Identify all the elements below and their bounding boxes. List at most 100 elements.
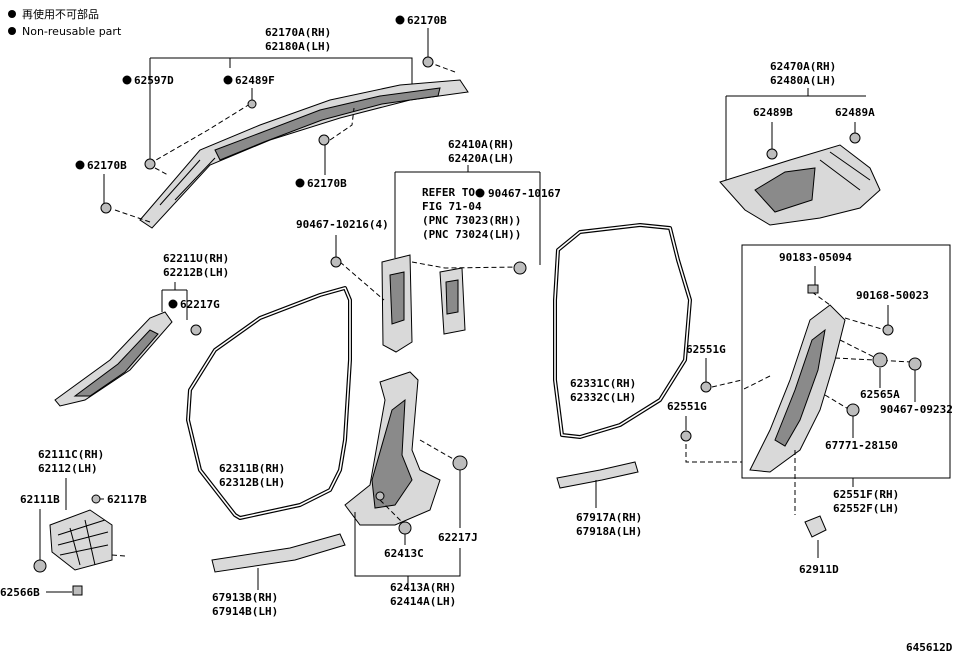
clip-62217j-icon <box>452 455 468 471</box>
clip-62565a-icon <box>872 352 888 368</box>
non-reusable-marker-icon <box>475 188 485 198</box>
label-67771-28150: 67771-28150 <box>825 439 898 452</box>
clip-90467-09232-icon <box>908 357 922 371</box>
label-62170b-top: 62170B <box>407 14 447 27</box>
leader-62410a <box>394 165 541 265</box>
leader-62470a <box>725 88 866 180</box>
label-62312b: 62312B(LH) <box>219 476 285 489</box>
clip-62217g-icon <box>190 324 202 336</box>
refer-line-1: REFER TO <box>422 186 475 199</box>
clip-62911d-part <box>804 515 827 538</box>
label-62470a: 62470A(RH) <box>770 60 836 73</box>
clip-62111b-icon <box>33 559 47 573</box>
non-reusable-marker-icon <box>75 160 85 170</box>
non-reusable-marker-icon <box>395 15 405 25</box>
dashed-guides-quarter <box>811 291 913 411</box>
label-62332c: 62332C(LH) <box>570 391 636 404</box>
label-62566b: 62566B <box>0 586 40 599</box>
refer-line-2: FIG 71-04 <box>422 200 482 213</box>
legend-nonreuse-text: Non-reusable part <box>22 25 122 38</box>
label-67913b: 67913B(RH) <box>212 591 278 604</box>
non-reusable-marker-icon <box>122 75 132 85</box>
label-62170b-mid: 62170B <box>307 177 347 190</box>
label-62551g-b: 62551G <box>667 400 707 413</box>
label-62413c: 62413C <box>384 547 424 560</box>
front-pillar-garnish-part <box>139 79 469 229</box>
label-62112: 62112(LH) <box>38 462 98 475</box>
legend-reuse-text: 再使用不可部品 <box>22 7 99 21</box>
label-62111b: 62111B <box>20 493 60 506</box>
clip-90467-10216-icon <box>330 256 342 268</box>
clip-62170b-icon <box>422 56 434 68</box>
dashed-guides-62551g <box>685 375 771 463</box>
clip-62413c-icon <box>398 521 412 535</box>
front-door-weatherstrip-highlight <box>187 287 351 519</box>
label-62410a: 62410A(RH) <box>448 138 514 151</box>
clip-90183-icon <box>807 284 819 294</box>
label-62217j: 62217J <box>438 531 478 544</box>
clip-62170b-icon <box>100 202 112 214</box>
label-67914b: 67914B(LH) <box>212 605 278 618</box>
leader-62211u <box>161 282 188 320</box>
clip-62566b-icon <box>72 585 83 596</box>
rear-door-weatherstrip-highlight <box>554 224 691 438</box>
label-90467-10216: 90467-10216(4) <box>296 218 389 231</box>
label-67917a: 67917A(RH) <box>576 511 642 524</box>
quarter-lower-trim-part <box>749 304 846 473</box>
label-62551g-a: 62551G <box>686 343 726 356</box>
non-reusable-marker-icon <box>168 299 178 309</box>
label-62489b: 62489B <box>753 106 793 119</box>
label-62597d: 62597D <box>134 74 174 87</box>
label-62311b: 62311B(RH) <box>219 462 285 475</box>
figure-code: 645612D <box>906 641 953 654</box>
clip-62597d-icon <box>144 158 156 170</box>
label-62551f: 62551F(RH) <box>833 488 899 501</box>
callout-box-62551f <box>741 244 951 479</box>
roof-side-garnish-part <box>54 311 173 407</box>
label-62211u: 62211U(RH) <box>163 252 229 265</box>
leader-62413a <box>354 512 461 584</box>
dashed-guides-center <box>339 261 521 301</box>
dashed-guide-cowl <box>111 554 126 557</box>
label-62480a: 62480A(LH) <box>770 74 836 87</box>
clip-62489f-icon <box>247 99 257 109</box>
clip-62170b-icon <box>318 134 330 146</box>
label-62420a: 62420A(LH) <box>448 152 514 165</box>
clip-90467-10167-icon <box>513 261 527 275</box>
label-62212b: 62212B(LH) <box>163 266 229 279</box>
label-62111c: 62111C(RH) <box>38 448 104 461</box>
non-reusable-marker-icon <box>223 75 233 85</box>
leader-62170a <box>149 57 413 160</box>
clip-62117b-icon <box>91 494 101 504</box>
clip-90168-icon <box>882 324 894 336</box>
label-90168-50023: 90168-50023 <box>856 289 929 302</box>
label-62413a: 62413A(RH) <box>390 581 456 594</box>
clip-62551g-icon <box>680 430 692 442</box>
label-90467-09232: 90467-09232 <box>880 403 953 416</box>
label-67918a: 67918A(LH) <box>576 525 642 538</box>
label-62170b-left: 62170B <box>87 159 127 172</box>
center-pillar-upper-garnish-part <box>381 254 413 353</box>
label-62489a: 62489A <box>835 106 875 119</box>
label-62180a: 62180A(LH) <box>265 40 331 53</box>
label-90183-05094: 90183-05094 <box>779 251 852 264</box>
label-62552f: 62552F(LH) <box>833 502 899 515</box>
dashed-guides-pillar <box>114 61 456 223</box>
label-62331c: 62331C(RH) <box>570 377 636 390</box>
quarter-trim-panel-part <box>719 144 881 226</box>
clip-62489b-icon <box>766 148 778 160</box>
center-pillar-lower-garnish-part <box>344 371 441 526</box>
non-reusable-marker-icon <box>8 27 16 35</box>
label-62565a: 62565A <box>860 388 900 401</box>
cowl-side-trim-part <box>49 509 113 571</box>
label-62117b: 62117B <box>107 493 147 506</box>
front-scuff-plate-part <box>211 533 346 573</box>
clip-62551g-icon <box>700 381 712 393</box>
clip-67771-icon <box>846 403 860 417</box>
clip-62489a-icon <box>849 132 861 144</box>
non-reusable-marker-icon <box>295 178 305 188</box>
label-62911d: 62911D <box>799 563 839 576</box>
label-62489f: 62489F <box>235 74 275 87</box>
rear-scuff-plate-part <box>556 461 639 489</box>
